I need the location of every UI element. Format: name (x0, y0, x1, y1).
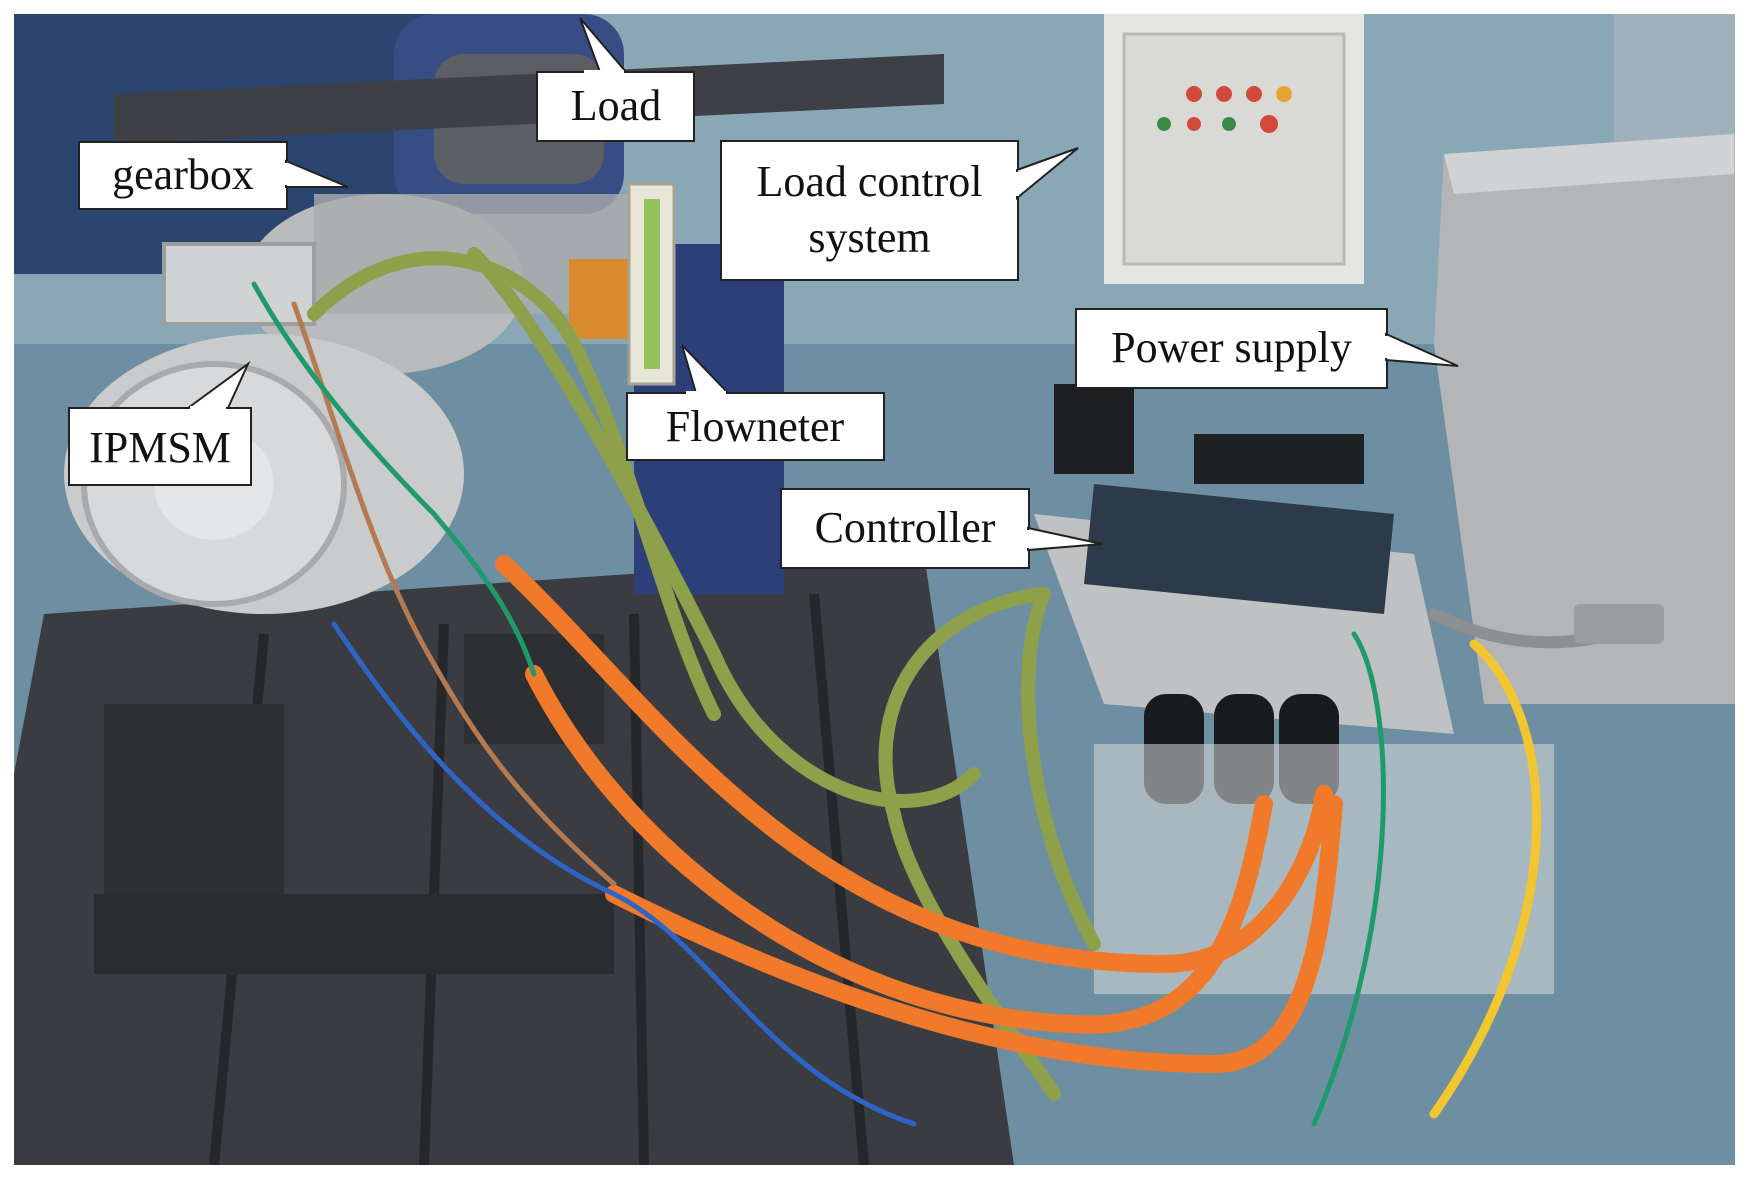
callout-power-supply-shape (1075, 308, 1459, 389)
callout-flowmeter: Flowneter (626, 344, 886, 461)
callout-power-supply: Power supply (1075, 308, 1460, 390)
callout-load: Load (536, 17, 696, 142)
callout-controller-shape (780, 488, 1103, 569)
callout-gearbox: gearbox (78, 141, 350, 211)
callout-gearbox-shape (78, 141, 349, 210)
callout-load-control: Load control system (720, 140, 1080, 282)
label-flowmeter: Flowneter (665, 402, 845, 451)
callout-flowmeter-shape (626, 344, 885, 461)
label-load: Load (570, 81, 662, 130)
callout-load-shape (536, 17, 695, 142)
callout-load-control-shape (720, 140, 1079, 281)
label-power-supply: Power supply (1111, 323, 1352, 372)
label-ipmsm: IPMSM (89, 423, 231, 472)
callout-ipmsm: IPMSM (68, 360, 254, 486)
label-controller: Controller (814, 503, 996, 552)
controller-board (1084, 484, 1394, 614)
power-supply-cabinet (1434, 134, 1735, 704)
callout-ipmsm-shape (68, 360, 252, 486)
callout-controller: Controller (780, 488, 1105, 570)
label-load-control-system: Load control system (756, 157, 983, 262)
label-gearbox: gearbox (112, 150, 254, 199)
